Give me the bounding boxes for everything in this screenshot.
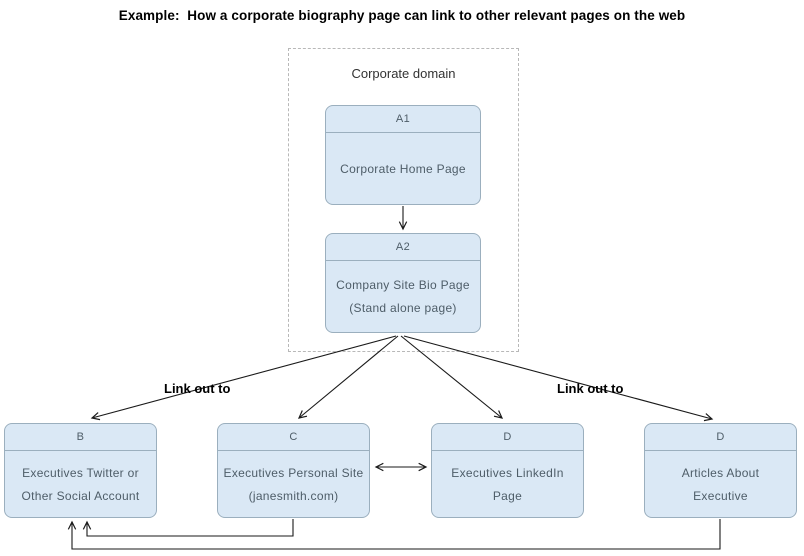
node-d2-header: D	[645, 424, 796, 451]
node-a1-header: A1	[326, 106, 480, 133]
arrow-c-to-b-bottom	[82, 519, 294, 537]
node-a1-body: Corporate Home Page	[326, 133, 480, 204]
node-b-label-line1: Executives Twitter or	[22, 465, 139, 480]
link-out-label-left: Link out to	[164, 381, 231, 396]
node-b-body: Executives Twitter or Other Social Accou…	[5, 451, 156, 517]
node-c-body: Executives Personal Site (janesmith.com)	[218, 451, 369, 517]
node-d2-label-line2: Executive	[693, 488, 748, 503]
node-c-label-line2: (janesmith.com)	[248, 488, 339, 503]
node-d1-label-line2: Page	[492, 488, 523, 503]
corporate-domain-label: Corporate domain	[351, 66, 456, 81]
node-d1-body: Executives LinkedIn Page	[432, 451, 583, 517]
node-a2-body: Company Site Bio Page (Stand alone page)	[326, 261, 480, 332]
node-d1-label-line1: Executives LinkedIn	[451, 465, 564, 480]
link-out-label-right: Link out to	[557, 381, 624, 396]
node-a1-label: Corporate Home Page	[340, 161, 466, 176]
node-c-label-line1: Executives Personal Site	[223, 465, 364, 480]
node-c: C Executives Personal Site (janesmith.co…	[217, 423, 370, 518]
node-a2-header: A2	[326, 234, 480, 261]
node-d2-body: Articles About Executive	[645, 451, 796, 517]
diagram-title: Example: How a corporate biography page …	[118, 8, 686, 23]
node-b-label-line2: Other Social Account	[21, 488, 140, 503]
node-b: B Executives Twitter or Other Social Acc…	[4, 423, 157, 518]
node-a2-label-line2: (Stand alone page)	[349, 301, 457, 315]
node-a2: A2 Company Site Bio Page (Stand alone pa…	[325, 233, 481, 333]
node-c-header: C	[218, 424, 369, 451]
node-a1: A1 Corporate Home Page	[325, 105, 481, 205]
node-a2-label-line1: Company Site Bio Page	[336, 278, 470, 292]
arrow-d2-to-b-bottom	[67, 519, 721, 550]
node-d2-label-line1: Articles About	[681, 465, 760, 480]
node-d1: D Executives LinkedIn Page	[431, 423, 584, 518]
node-d2: D Articles About Executive	[644, 423, 797, 518]
node-b-header: B	[5, 424, 156, 451]
node-d1-header: D	[432, 424, 583, 451]
